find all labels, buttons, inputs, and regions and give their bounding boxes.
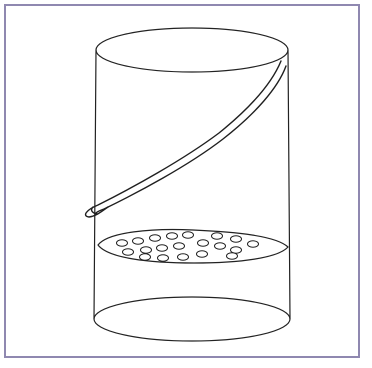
plate-hole	[248, 241, 259, 247]
plate-hole	[197, 251, 208, 257]
bottom-base	[94, 297, 290, 341]
left-wall	[94, 50, 96, 319]
plate-hole	[157, 245, 168, 251]
plate-hole	[117, 240, 128, 246]
strap-outer-edge	[86, 61, 281, 217]
plate-hole	[133, 238, 144, 244]
plate-hole	[174, 243, 185, 249]
plate-hole	[231, 236, 242, 242]
plate-hole	[227, 253, 238, 259]
plate-hole	[150, 235, 161, 241]
plate-hole	[183, 232, 194, 238]
plate-hole	[141, 247, 152, 253]
handle-strap	[86, 61, 286, 217]
plate-hole	[158, 255, 169, 261]
right-wall	[288, 50, 290, 319]
plate-hole	[215, 243, 226, 249]
plate-hole	[123, 249, 134, 255]
cylinder-body	[94, 28, 290, 341]
plate-hole	[178, 254, 189, 260]
top-rim	[96, 28, 288, 72]
plate-hole	[198, 240, 209, 246]
plate-hole	[140, 254, 151, 260]
perforated-plate	[98, 230, 288, 263]
plate-hole	[167, 233, 178, 239]
plate-hole	[212, 233, 223, 239]
plate-hole	[231, 247, 242, 253]
